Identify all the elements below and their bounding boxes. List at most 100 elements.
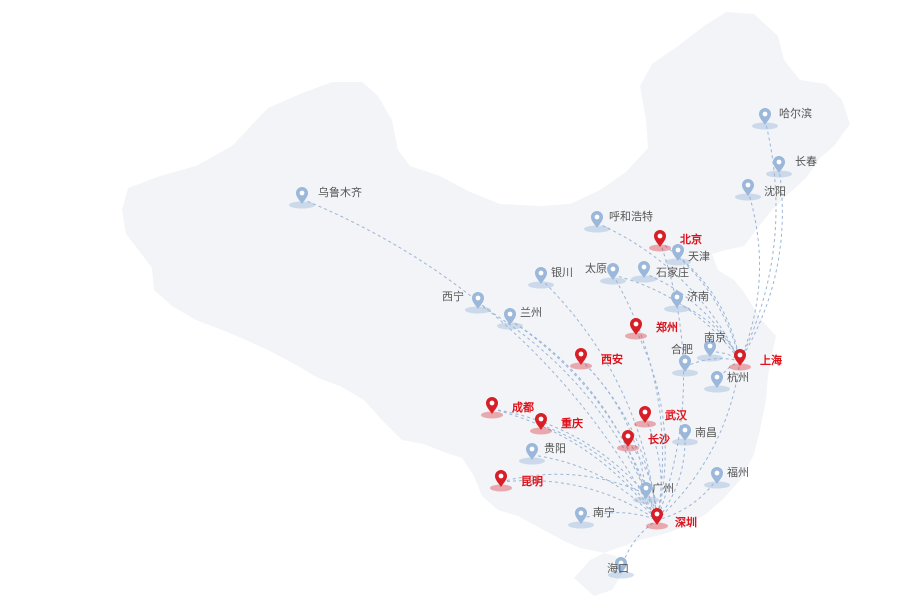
pin-shadow (704, 481, 730, 489)
route-line-xian-shenzhen (580, 359, 658, 521)
pin-center-dot (707, 343, 713, 349)
pin-center-dot (675, 247, 681, 253)
pin-marker (615, 557, 627, 574)
pin-center-dot (618, 560, 624, 566)
pin-marker (575, 507, 587, 524)
pin-center-dot (641, 264, 647, 270)
pin-center-dot (633, 321, 639, 327)
map-pin-icon-xining[interactable] (465, 292, 491, 314)
city-label-shanghai: 上海 (760, 353, 782, 367)
pin-marker (711, 371, 723, 388)
city-label-chongqing: 重庆 (561, 416, 583, 430)
map-pin-icon-jinan[interactable] (664, 291, 690, 313)
pin-marker (742, 179, 754, 196)
pin-shadow (631, 275, 657, 283)
city-label-taiyuan: 太原 (585, 262, 607, 275)
city-label-xining: 西宁 (442, 289, 464, 303)
map-pin-icon-shanghai[interactable] (729, 349, 751, 371)
map-pin-icon-lanzhou[interactable] (497, 308, 523, 330)
map-pin-icon-haerbin[interactable] (752, 108, 778, 130)
city-label-wulumuqi: 乌鲁木齐 (318, 185, 362, 199)
map-pin-icon-wuhan[interactable] (634, 406, 656, 428)
map-pin-icon-shenzhen[interactable] (646, 508, 668, 530)
city-label-changsha: 长沙 (648, 432, 670, 446)
route-line-taiyuan-shenzhen (612, 274, 664, 521)
map-pin-icon-hangzhou[interactable] (704, 371, 730, 393)
pin-shadow (481, 411, 503, 419)
route-line-beijing-shenzhen (656, 241, 685, 521)
pin-center-dot (682, 427, 688, 433)
pin-marker (639, 406, 651, 423)
pin-center-dot (529, 446, 535, 452)
city-label-hangzhou: 杭州 (727, 370, 749, 384)
route-line-taiyuan-shanghai (612, 274, 741, 362)
pin-center-dot (714, 374, 720, 380)
map-pin-icon-kunming[interactable] (490, 470, 512, 492)
map-pin-icon-taiyuan[interactable] (600, 263, 626, 285)
pin-shadow (704, 385, 730, 393)
map-pin-icon-changsha[interactable] (617, 430, 639, 452)
map-pin-icon-yinchuan[interactable] (528, 267, 554, 289)
pin-center-dot (776, 159, 782, 165)
city-labels: 乌鲁木齐哈尔滨长春沈阳呼和浩特北京天津银川太原石家庄西宁兰州济南郑州南京合肥上海… (318, 106, 817, 575)
pin-center-dot (737, 352, 743, 358)
map-pin-icon-shenyang[interactable] (735, 179, 761, 201)
pin-marker (651, 508, 663, 525)
map-pin-icon-xian[interactable] (570, 348, 592, 370)
pin-center-dot (643, 485, 649, 491)
route-line-zhengzhou-shenzhen (635, 329, 666, 521)
pin-marker (671, 291, 683, 308)
pin-marker (607, 263, 619, 280)
map-pin-icon-changchun[interactable] (766, 156, 792, 178)
pin-center-dot (498, 473, 504, 479)
city-label-haerbin: 哈尔滨 (779, 106, 812, 120)
pin-marker (679, 424, 691, 441)
city-label-changchun: 长春 (795, 155, 817, 168)
city-label-guangzhou: 广州 (652, 482, 674, 495)
pin-shadow (465, 306, 491, 314)
city-label-xian: 西安 (601, 352, 623, 366)
route-line-nanning-shenzhen (580, 512, 658, 521)
route-line-kunming-guangzhou (500, 473, 647, 495)
city-label-shenzhen: 深圳 (675, 515, 697, 529)
pin-center-dot (714, 470, 720, 476)
pin-marker (640, 482, 652, 499)
city-label-lanzhou: 兰州 (520, 306, 542, 319)
map-pin-icon-fuzhou[interactable] (704, 467, 730, 489)
pin-center-dot (578, 351, 584, 357)
map-pin-icon-nanjing[interactable] (697, 340, 723, 362)
map-pin-icon-shijiazhuang[interactable] (631, 261, 657, 283)
route-line-chongqing-shenzhen (540, 424, 658, 521)
map-pin-icon-chongqing[interactable] (530, 413, 552, 435)
pin-shadow (497, 322, 523, 330)
city-label-guiyang: 贵阳 (544, 442, 566, 455)
map-pin-icon-chengdu[interactable] (481, 397, 503, 419)
pin-shadow (584, 225, 610, 233)
pin-center-dot (674, 294, 680, 300)
city-label-shijiazhuang: 石家庄 (656, 265, 689, 279)
map-pin-icon-wulumuqi[interactable] (289, 187, 315, 209)
map-pin-icon-haikou[interactable] (608, 557, 634, 579)
map-pin-icon-guiyang[interactable] (519, 443, 545, 465)
map-pin-icon-nanchang[interactable] (672, 424, 698, 446)
city-label-yinchuan: 银川 (551, 265, 573, 279)
pin-center-dot (682, 358, 688, 364)
pin-marker (495, 470, 507, 487)
map-pin-icon-beijing[interactable] (649, 230, 671, 252)
map-pin-icon-guangzhou[interactable] (633, 482, 659, 504)
pin-marker (575, 348, 587, 365)
route-line-changchun-shanghai (739, 167, 783, 362)
map-pin-icon-huhehaote[interactable] (584, 211, 610, 233)
map-pin-icon-nanning[interactable] (568, 507, 594, 529)
pin-center-dot (489, 400, 495, 406)
map-pin-icon-zhengzhou[interactable] (625, 318, 647, 340)
pin-marker (526, 443, 538, 460)
pin-shadow (490, 484, 512, 492)
map-pin-icon-hefei[interactable] (672, 355, 698, 377)
pin-center-dot (538, 270, 544, 276)
pin-shadow (646, 522, 668, 530)
map-pin-icon-tianjin[interactable] (665, 244, 691, 266)
route-line-haikou-shenzhen (620, 519, 658, 570)
route-line-wulumuqi-shenzhen (301, 198, 658, 521)
